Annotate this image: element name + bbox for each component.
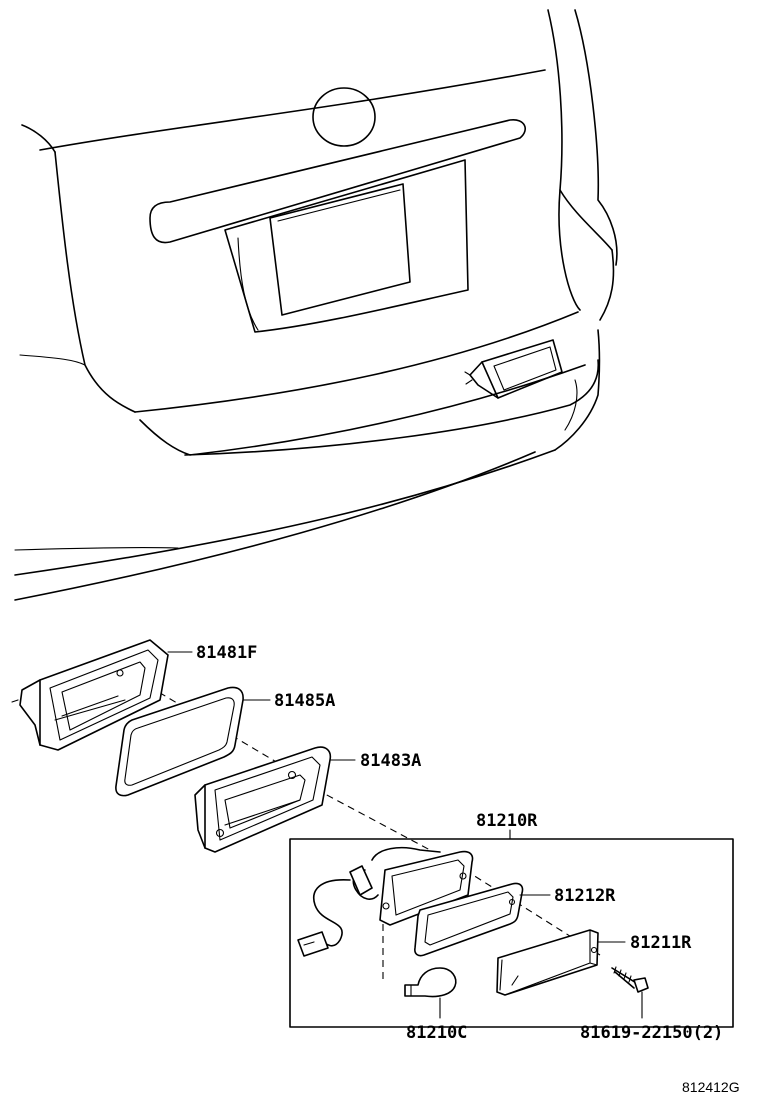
- vehicle-rear-illustration: [14, 9, 618, 601]
- exploded-parts: [11, 639, 734, 1028]
- part-81211R-lens: [496, 929, 599, 996]
- label-81619-22150: 81619-22150(2): [580, 1023, 723, 1043]
- label-81211R: 81211R: [630, 933, 692, 953]
- figure-code: 812412G: [682, 1079, 740, 1095]
- part-socket-housing: [297, 846, 474, 957]
- assembly-box-81210R: [289, 838, 734, 1028]
- part-81481F-bezel: [11, 639, 169, 751]
- part-81619-screw: [611, 966, 649, 993]
- part-81483A-bracket: [194, 746, 332, 853]
- label-81210C: 81210C: [406, 1023, 467, 1043]
- label-81483A: 81483A: [360, 751, 421, 771]
- label-81481F: 81481F: [196, 643, 257, 663]
- label-81212R: 81212R: [554, 886, 616, 906]
- part-81485A-gasket: [115, 686, 244, 797]
- part-81210C-bulb: [404, 967, 457, 998]
- label-81210R: 81210R: [476, 811, 538, 831]
- part-81212R-gasket: [414, 882, 524, 957]
- label-81485A: 81485A: [274, 691, 335, 711]
